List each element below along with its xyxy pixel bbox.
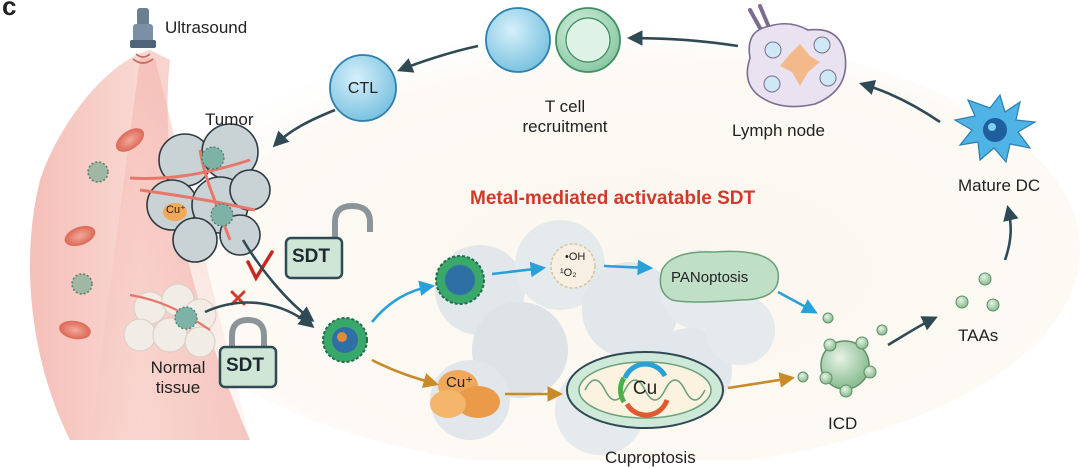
arrow-np-to-cu — [371, 358, 439, 389]
diagram-title: Metal-mediated activatable SDT — [470, 188, 756, 209]
lock-closed-icon — [218, 316, 278, 389]
ros-bubble — [550, 243, 596, 289]
tumor-icon — [129, 123, 271, 263]
ctl-icon — [329, 54, 397, 122]
arrow-panoptosis-to-icd — [777, 290, 818, 314]
cu-ion-cluster — [430, 370, 500, 418]
cu-mito-label: Cu — [632, 378, 658, 399]
arrow-ctl-to-tumor — [272, 108, 336, 148]
dendritic-cell-icon — [953, 93, 1037, 164]
taas-antigens — [955, 272, 1000, 312]
red-blood-cells — [59, 128, 145, 340]
normal-tissue-icon — [123, 283, 217, 358]
arrow-taas-to-dc — [1003, 204, 1019, 261]
arrow-np-to-ros — [491, 261, 547, 278]
ctl-label: CTL — [347, 80, 379, 97]
ultrasound-label: Ultrasound — [165, 18, 248, 37]
lymph-node-label: Lymph node — [732, 121, 825, 140]
arrow-lymph-to-tcell — [626, 30, 739, 48]
tumor-label: Tumor — [205, 110, 254, 129]
o2-label: ¹O₂ — [560, 267, 577, 279]
check-mark-icon — [246, 250, 274, 282]
icd-cell-icon — [797, 312, 888, 398]
sdt-bottom-label: SDT — [226, 355, 264, 376]
ultrasound-probe-icon — [130, 8, 156, 64]
arrow-tcell-to-ctl — [397, 44, 479, 73]
panoptosis-blob — [659, 250, 780, 303]
arrow-ros-to-panoptosis — [603, 259, 654, 276]
lymph-node-icon — [746, 4, 847, 108]
nanoparticle-icon-upper — [435, 255, 485, 305]
cu-plus-label: Cu⁺ — [446, 374, 474, 391]
cuproptosis-partial-label: Cuproptosis — [605, 448, 696, 467]
arrow-icd-to-taas — [887, 316, 938, 347]
arrow-normal-to-np — [204, 301, 315, 328]
arrow-dc-to-lymph — [859, 79, 941, 124]
icd-label: ICD — [828, 414, 858, 433]
vessel-nanoparticles — [71, 161, 109, 295]
oh-label: •OH — [565, 251, 586, 263]
arrow-mito-to-icd — [727, 372, 796, 390]
mitochondrion-icon — [566, 351, 724, 429]
arrow-np-to-upper — [370, 280, 436, 323]
lock-open-icon — [284, 202, 373, 280]
t-cell-icon — [485, 7, 621, 73]
t-cell-recruitment-label: T cell recruitment — [522, 97, 608, 136]
taas-label: TAAs — [958, 326, 999, 345]
panoptosis-label: PANoptosis — [671, 269, 749, 286]
mature-dc-label: Mature DC — [958, 176, 1041, 195]
normal-tissue-label: Normal tissue — [150, 358, 206, 397]
panel-letter: c — [2, 0, 17, 21]
nanoparticle-icon-central — [322, 317, 368, 363]
sdt-top-label: SDT — [292, 246, 330, 267]
cu-plus-tumor-label: Cu⁺ — [166, 204, 186, 216]
